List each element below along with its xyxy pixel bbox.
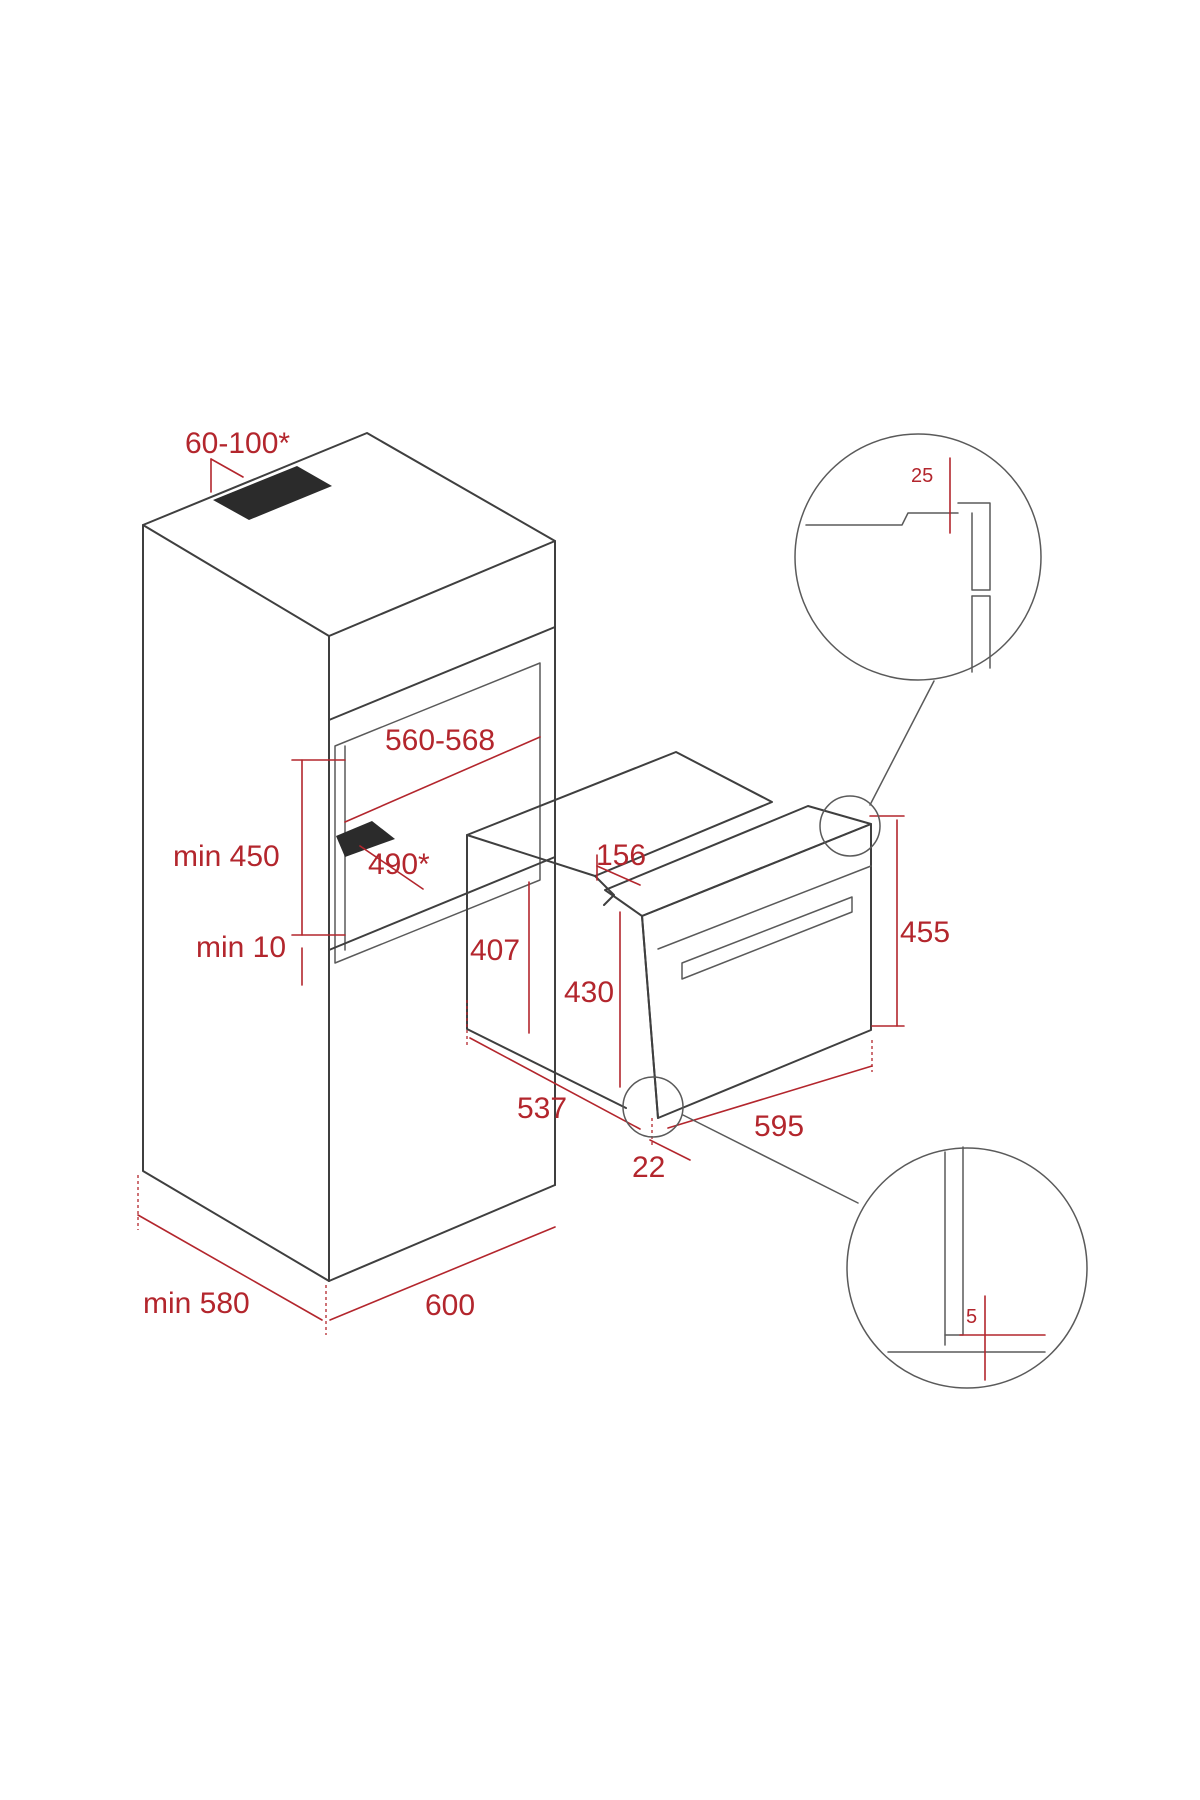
detail-top-profile — [805, 512, 959, 526]
detail-bottom-edge-b — [944, 1146, 964, 1336]
detail-callouts — [622, 433, 1088, 1389]
cabinet-top-face — [142, 432, 556, 637]
label-detail-bottom-gap: 5 — [966, 1306, 977, 1328]
shelf-vent-slot — [336, 821, 395, 857]
label-cabinet-width: 600 — [425, 1289, 475, 1322]
cabinet-shelf-edge — [328, 856, 556, 951]
label-body-height-back: 407 — [470, 934, 520, 967]
cabinet-niche-opening — [334, 662, 541, 964]
cabinet-upper-panel-edge — [328, 626, 556, 721]
label-detail-top-gap: 25 — [911, 465, 933, 487]
appliance-top-face — [466, 751, 773, 877]
dim-line-niche-width — [344, 736, 541, 823]
cabinet-bottom-front — [328, 1184, 556, 1282]
label-cabinet-depth: min 580 — [143, 1287, 250, 1320]
dimension-labels: 60-100* 560-568 min 450 min 10 490* min … — [143, 427, 977, 1328]
label-floor-vent: 490* — [368, 848, 430, 881]
appliance-front-face — [641, 823, 872, 1119]
top-vent-slot — [213, 466, 332, 520]
leader-line-bottom — [682, 1114, 859, 1204]
detail-circle-bottom — [846, 1147, 1088, 1389]
appliance-body-side — [466, 834, 627, 1109]
label-vent-gap: 60-100* — [185, 427, 290, 460]
label-front-width: 595 — [754, 1110, 804, 1143]
appliance-dimensions — [466, 815, 905, 1161]
cabinet-dimensions — [137, 458, 556, 1335]
dim-line-floor-vent — [359, 845, 424, 890]
label-bottom-clearance: min 10 — [196, 931, 286, 964]
dim-line-front-thickness — [649, 1139, 691, 1161]
detail-marker-top — [819, 795, 881, 857]
appliance-top-step — [594, 875, 615, 906]
detail-marker-bottom — [622, 1076, 684, 1138]
dim-line-cabinet-width — [329, 1226, 556, 1321]
detail-top-front-lower — [971, 595, 991, 669]
label-niche-height: min 450 — [173, 840, 280, 873]
appliance-door-handle — [681, 896, 853, 980]
dim-line-top-step — [596, 865, 641, 886]
leader-line-top — [869, 680, 935, 806]
label-front-thickness: 22 — [632, 1151, 665, 1184]
appliance — [466, 751, 872, 1119]
label-niche-width: 560-568 — [385, 724, 495, 757]
label-body-height-front: 430 — [564, 976, 614, 1009]
dim-line-front-width — [667, 1065, 873, 1129]
detail-top-front-upper — [957, 502, 991, 591]
dim-line-appliance-depth — [469, 1037, 641, 1130]
label-top-step: 156 — [596, 839, 646, 872]
cabinet — [142, 432, 556, 1282]
label-front-height: 455 — [900, 916, 950, 949]
dim-line-vent-gap — [210, 458, 244, 478]
label-appliance-depth: 537 — [517, 1092, 567, 1125]
dim-line-cabinet-depth — [137, 1214, 323, 1321]
detail-circle-top — [794, 433, 1042, 681]
cabinet-left-face — [142, 524, 330, 1282]
appliance-front-left-edge — [641, 915, 659, 1119]
appliance-control-strip — [657, 865, 872, 950]
